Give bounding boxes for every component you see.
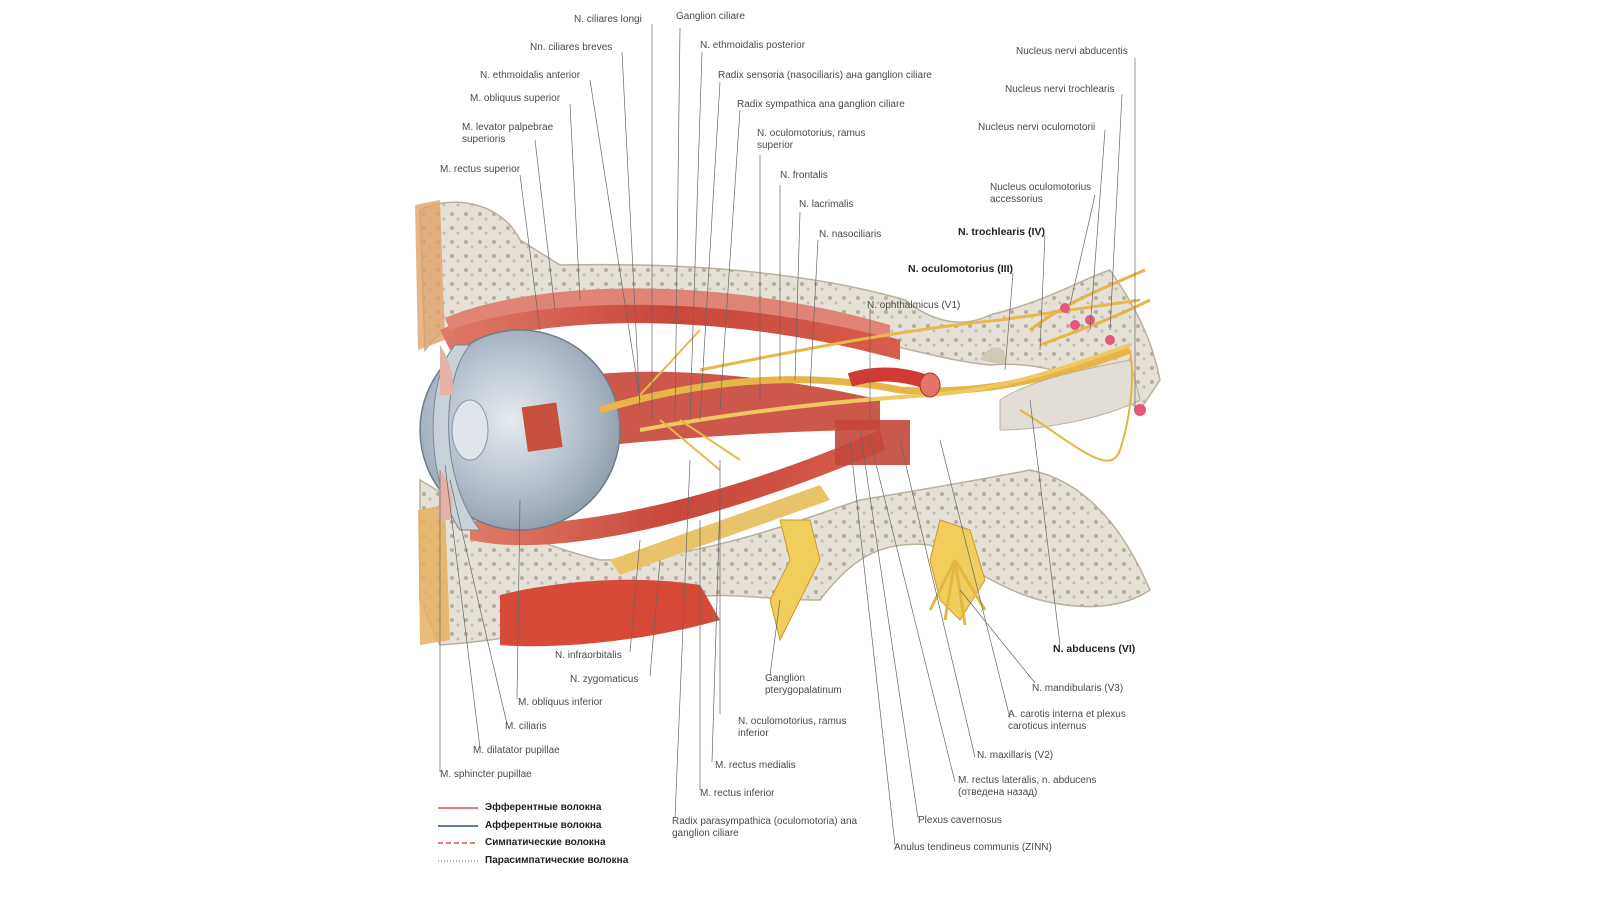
label-radix-parasympathica: Radix parasympathica (oculomotoria) ana … bbox=[672, 816, 858, 839]
label-obliquus-inferior: M. obliquus inferior bbox=[518, 697, 603, 708]
label-rectus-lateralis: M. rectus lateralis, n. abducens (отведе… bbox=[958, 775, 1097, 798]
legend-sympathetic: Симпатические волокна bbox=[485, 837, 606, 848]
label-ciliaris: M. ciliaris bbox=[505, 721, 547, 732]
nucleus-dot-3 bbox=[1085, 315, 1095, 325]
label-frontalis: N. frontalis bbox=[780, 170, 828, 181]
dura-fold bbox=[980, 347, 1006, 365]
label-sphincter: M. sphincter pupillae bbox=[440, 769, 532, 780]
label-obliquus-superior: M. obliquus superior bbox=[470, 93, 561, 104]
legend-parasympathetic: Парасимпатические волокна bbox=[485, 855, 629, 866]
lens bbox=[451, 399, 489, 461]
nerve-branch-2 bbox=[659, 419, 721, 471]
label-ophthalmicus: N. ophthalmicus (V1) bbox=[867, 300, 961, 311]
label-anulus: Anulus tendineus communis (ZINN) bbox=[894, 842, 1052, 853]
eyelid-upper bbox=[440, 345, 453, 395]
rectus-inferior-muscle bbox=[470, 430, 885, 546]
label-abducens: N. abducens (VI) bbox=[1053, 643, 1136, 655]
brainstem-fibers bbox=[1029, 268, 1151, 347]
label-maxillaris: N. maxillaris (V2) bbox=[977, 750, 1054, 761]
legend-afferent: Афферентные волокна bbox=[485, 820, 602, 831]
leader-lines bbox=[439, 24, 1136, 846]
label-levator-palpebrae: M. levator palpebrae superioris bbox=[462, 122, 554, 145]
label-zygomaticus: N. zygomaticus bbox=[570, 674, 639, 685]
label-ciliares-breves: Nn. ciliares breves bbox=[530, 42, 613, 53]
trochlear-nerve bbox=[699, 298, 1141, 372]
rectus-lateralis-muscle bbox=[560, 371, 880, 450]
frontal-bone bbox=[415, 200, 445, 350]
label-nucleus-abducentis: Nucleus nervi abducentis bbox=[1016, 46, 1128, 57]
label-rectus-medialis: M. rectus medialis bbox=[715, 760, 796, 771]
label-trochlearis: N. trochlearis (IV) bbox=[958, 226, 1045, 238]
label-rectus-superior: M. rectus superior bbox=[440, 164, 521, 175]
label-plexus-cavernosus: Plexus cavernosus bbox=[918, 815, 1002, 826]
maxillary-region bbox=[500, 579, 720, 647]
levator-muscle bbox=[445, 288, 890, 338]
rectus-insertion bbox=[521, 402, 563, 452]
legend-efferent: Эфферентные волокна bbox=[485, 802, 602, 813]
label-radix-sensoria: Radix sensoria (nasociliaris) ана gangli… bbox=[718, 70, 932, 81]
label-carotis: A. carotis interna et plexus caroticus i… bbox=[1008, 709, 1126, 732]
ganglion-pterygopalatinum-shape bbox=[769, 519, 821, 642]
anulus-tendineus bbox=[835, 420, 910, 465]
abducens-loop bbox=[1019, 349, 1133, 462]
label-ganglion-pterygopalatinum: Ganglion pterygopalatinum bbox=[765, 673, 842, 696]
label-dilatator: M. dilatator pupillae bbox=[473, 745, 560, 756]
nerve-branch-1 bbox=[639, 329, 701, 396]
label-ganglion-ciliare: Ganglion ciliare bbox=[676, 11, 745, 22]
eyeball bbox=[419, 329, 621, 531]
label-infraorbitalis: N. infraorbitalis bbox=[555, 650, 622, 661]
nucleus-dot-2 bbox=[1070, 320, 1080, 330]
carotid-section bbox=[919, 372, 941, 398]
label-rectus-inferior: M. rectus inferior bbox=[700, 788, 775, 799]
label-nucleus-trochlearis: Nucleus nervi trochlearis bbox=[1005, 84, 1115, 95]
label-ethmoidalis-posterior: N. ethmoidalis posterior bbox=[700, 40, 806, 51]
nucleus-dot-1 bbox=[1060, 303, 1070, 313]
nucleus-dot-4 bbox=[1105, 335, 1115, 345]
trigeminal-rays bbox=[928, 559, 987, 626]
label-oculomotorius: N. oculomotorius (III) bbox=[908, 263, 1013, 275]
label-oculomotorius-inferior: N. oculomotorius, ramus inferior bbox=[738, 716, 847, 739]
sphenoid-crest bbox=[999, 359, 1141, 431]
label-radix-sympathica: Radix sympathica ana ganglion ciliare bbox=[737, 99, 905, 110]
label-nasociliaris: N. nasociliaris bbox=[819, 229, 882, 240]
oculomotor-nerve bbox=[639, 343, 1131, 432]
label-nucleus-accessorius: Nucleus oculomotorius accessorius bbox=[990, 182, 1092, 205]
label-lacrimalis: N. lacrimalis bbox=[799, 199, 854, 210]
eyelid-lower bbox=[438, 470, 453, 520]
nerve-branch-3 bbox=[679, 419, 741, 461]
legend-swatches bbox=[438, 807, 478, 862]
cheek-fat bbox=[418, 505, 450, 645]
label-nucleus-oculomotorii: Nucleus nervi oculomotorii bbox=[978, 122, 1096, 133]
label-oculomotorius-superior: N. oculomotorius, ramus superior bbox=[757, 128, 866, 151]
label-ethmoidalis-anterior: N. ethmoidalis anterior bbox=[480, 70, 581, 81]
nucleus-dot-5 bbox=[1134, 404, 1146, 416]
label-mandibularis: N. mandibularis (V3) bbox=[1032, 683, 1124, 694]
label-ciliares-longi: N. ciliares longi bbox=[574, 14, 642, 25]
ophthalmic-nerve-bundle bbox=[598, 346, 1132, 414]
